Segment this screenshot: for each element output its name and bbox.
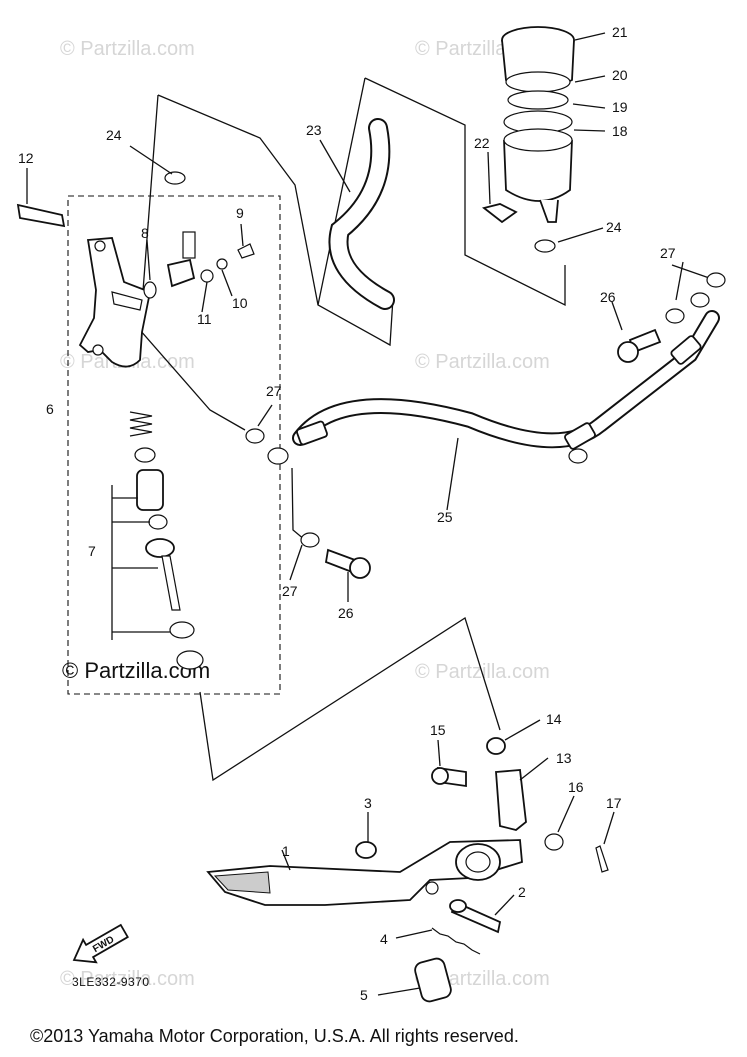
callout-1: 1 <box>282 843 290 859</box>
spring <box>129 411 153 437</box>
brake-pedal-assembly <box>206 737 609 1003</box>
cotter-pin <box>595 845 609 873</box>
callout-9: 9 <box>236 205 244 221</box>
watermark: © Partzilla.com <box>60 968 195 990</box>
hose-fitting <box>670 335 702 365</box>
callout-26: 26 <box>338 605 354 621</box>
washer <box>544 833 564 851</box>
watermark: © Partzilla.com <box>60 38 195 60</box>
callout-3: 3 <box>364 795 372 811</box>
callout-26: 26 <box>600 289 616 305</box>
callout-24: 24 <box>106 127 122 143</box>
callout-27: 27 <box>282 583 298 599</box>
joint-pipe <box>182 231 196 259</box>
reservoir-hose <box>328 118 395 310</box>
banjo-end <box>267 447 289 465</box>
callout-22: 22 <box>474 135 490 151</box>
copper-washer <box>665 308 685 324</box>
callout-8: 8 <box>141 225 149 241</box>
callout-18: 18 <box>612 123 628 139</box>
clevis <box>495 769 527 831</box>
circlip <box>169 621 195 639</box>
nut <box>176 650 204 670</box>
callout-21: 21 <box>612 24 628 40</box>
nut <box>355 841 377 859</box>
copper-washer <box>300 532 320 548</box>
cup <box>148 514 168 530</box>
callout-27: 27 <box>266 383 282 399</box>
callout-15: 15 <box>430 722 446 738</box>
leader-lines <box>26 32 684 996</box>
reservoir-assembly <box>481 26 575 224</box>
callout-4: 4 <box>380 931 388 947</box>
callout-2: 2 <box>518 884 526 900</box>
callout-27: 27 <box>660 245 676 261</box>
reservoir-tank <box>503 139 573 202</box>
pedal-cover <box>414 957 452 1003</box>
callout-19: 19 <box>612 99 628 115</box>
push-rod-boot <box>145 538 175 558</box>
watermark: © Partzilla.com <box>415 351 550 373</box>
hose-joint <box>166 258 196 288</box>
callout-6: 6 <box>46 401 54 417</box>
brake-hose-assembly <box>245 272 726 579</box>
o-ring <box>143 281 157 299</box>
master-cylinder-body <box>16 203 152 368</box>
master-cylinder-kit-box <box>67 195 281 695</box>
callout-17: 17 <box>606 795 622 811</box>
callout-25: 25 <box>437 509 453 525</box>
copyright-notice: ©2013 Yamaha Motor Corporation, U.S.A. A… <box>30 1026 519 1046</box>
callout-16: 16 <box>568 779 584 795</box>
push-rod <box>161 555 181 611</box>
mounting-bolt <box>16 203 66 228</box>
callout-numbers: 1 2 3 4 5 6 7 8 9 10 11 12 13 14 15 16 1… <box>18 24 676 1003</box>
hose-fitting <box>564 422 596 450</box>
piston <box>136 469 164 511</box>
cup <box>134 447 156 463</box>
callout-24: 24 <box>606 219 622 235</box>
callout-12: 12 <box>18 150 34 166</box>
callout-5: 5 <box>360 987 368 1003</box>
callout-20: 20 <box>612 67 628 83</box>
nut <box>486 737 506 755</box>
screw <box>237 243 255 259</box>
reservoir-bolt <box>481 203 518 224</box>
washer <box>200 269 214 283</box>
callout-23: 23 <box>306 122 322 138</box>
inlet-fittings <box>143 231 255 299</box>
callout-13: 13 <box>556 750 572 766</box>
return-spring <box>431 927 481 955</box>
piston-kit <box>111 411 204 670</box>
hose-clamps <box>164 171 556 253</box>
assembly-guide-lines <box>67 77 716 782</box>
hose-fitting <box>296 420 328 446</box>
callout-10: 10 <box>232 295 248 311</box>
callout-7: 7 <box>88 543 96 559</box>
callout-14: 14 <box>546 711 562 727</box>
washer <box>216 258 228 270</box>
diagram-code: 3LE332-9370 <box>72 975 150 989</box>
diaphragm-plate <box>507 90 569 110</box>
fwd-arrow-icon: FWD <box>72 923 129 964</box>
copper-washer <box>706 272 726 288</box>
callout-11: 11 <box>197 311 212 327</box>
copper-washer <box>245 428 265 444</box>
